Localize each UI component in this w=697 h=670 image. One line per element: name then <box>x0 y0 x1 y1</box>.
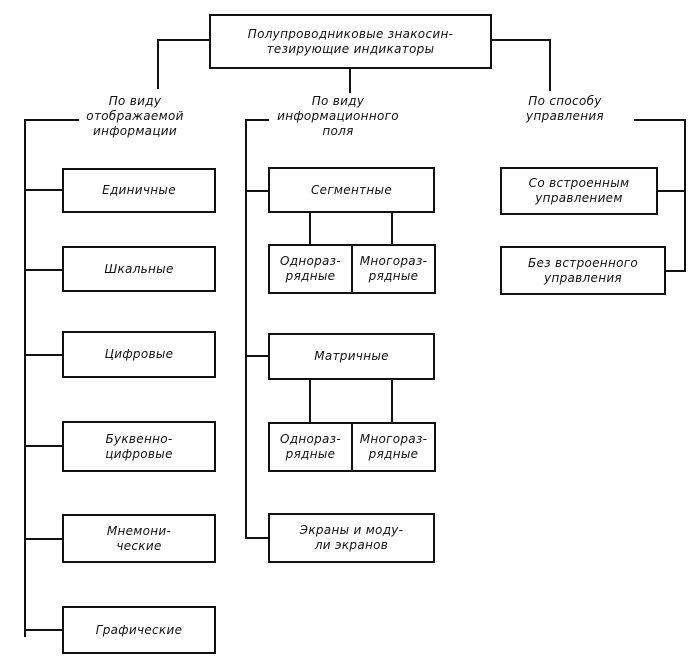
field-box-matrix-multi: Многораз- рядные <box>351 422 436 472</box>
info-box-label: Шкальные <box>104 261 174 276</box>
control-box-builtin: Со встроенным управлением <box>500 167 658 215</box>
connector-line <box>24 189 62 191</box>
root-label: Полупроводниковые знакосин- тезирующие и… <box>247 26 454 56</box>
connector-line <box>490 39 550 41</box>
root-box: Полупроводниковые знакосин- тезирующие и… <box>209 14 492 69</box>
info-box-label: Мнемони- ческие <box>106 523 172 553</box>
connector-line <box>666 270 686 272</box>
field-box-segment-single: Однораз- рядные <box>268 244 353 294</box>
control-box-label: Без встроенного управления <box>528 255 638 285</box>
connector-line <box>549 39 551 91</box>
connector-line <box>24 354 62 356</box>
connector-line <box>24 445 62 447</box>
control-box-external: Без встроенного управления <box>500 246 666 295</box>
info-box-label: Буквенно- цифровые <box>105 431 173 461</box>
field-box-matrix: Матричные <box>268 333 435 380</box>
connector-line <box>349 67 351 93</box>
connector-line <box>245 119 269 121</box>
info-box-label: Цифровые <box>104 347 174 361</box>
connector-line <box>24 269 62 271</box>
connector-line <box>24 629 62 631</box>
info-box-digital: Цифровые <box>62 331 216 378</box>
field-box-label: Многораз- рядные <box>359 254 428 283</box>
control-box-label: Со встроенным управлением <box>528 176 630 205</box>
field-box-label: Экраны и моду- ли экранов <box>299 523 404 552</box>
connector-line <box>245 355 269 357</box>
connector-line <box>634 119 686 121</box>
field-box-label: Однораз- рядные <box>279 432 341 461</box>
connector-line <box>24 119 26 637</box>
info-box-label: Графические <box>95 622 183 637</box>
category-control-label: По способу управления <box>526 94 604 123</box>
info-box-scale: Шкальные <box>62 246 216 292</box>
field-box-matrix-single: Однораз- рядные <box>268 422 353 472</box>
field-box-segment-multi: Многораз- рядные <box>351 244 436 294</box>
connector-line <box>245 119 247 539</box>
connector-line <box>309 212 311 245</box>
field-box-label: Матричные <box>314 349 389 363</box>
info-box-alphanumeric: Буквенно- цифровые <box>62 421 216 472</box>
connector-line <box>157 39 210 41</box>
connector-line <box>245 537 269 539</box>
category-field-label: По виду информационного поля <box>277 94 399 138</box>
info-box-single: Единичные <box>62 168 216 213</box>
field-box-label: Многораз- рядные <box>359 432 428 461</box>
category-info-label: По виду отображаемой информации <box>86 94 184 138</box>
field-box-label: Однораз- рядные <box>279 254 341 283</box>
connector-line <box>658 190 686 192</box>
field-box-screens: Экраны и моду- ли экранов <box>268 513 435 563</box>
info-box-mnemonic: Мнемони- ческие <box>62 514 216 563</box>
connector-line <box>391 378 393 423</box>
info-box-label: Единичные <box>102 183 176 197</box>
connector-line <box>24 119 79 121</box>
connector-line <box>157 39 159 89</box>
connector-line <box>24 538 62 540</box>
connector-line <box>391 212 393 245</box>
connector-line <box>684 119 686 272</box>
field-box-label: Сегментные <box>310 182 393 197</box>
field-box-segment: Сегментные <box>268 167 435 213</box>
info-box-graphic: Графические <box>62 606 216 654</box>
connector-line <box>245 190 269 192</box>
connector-line <box>309 378 311 423</box>
